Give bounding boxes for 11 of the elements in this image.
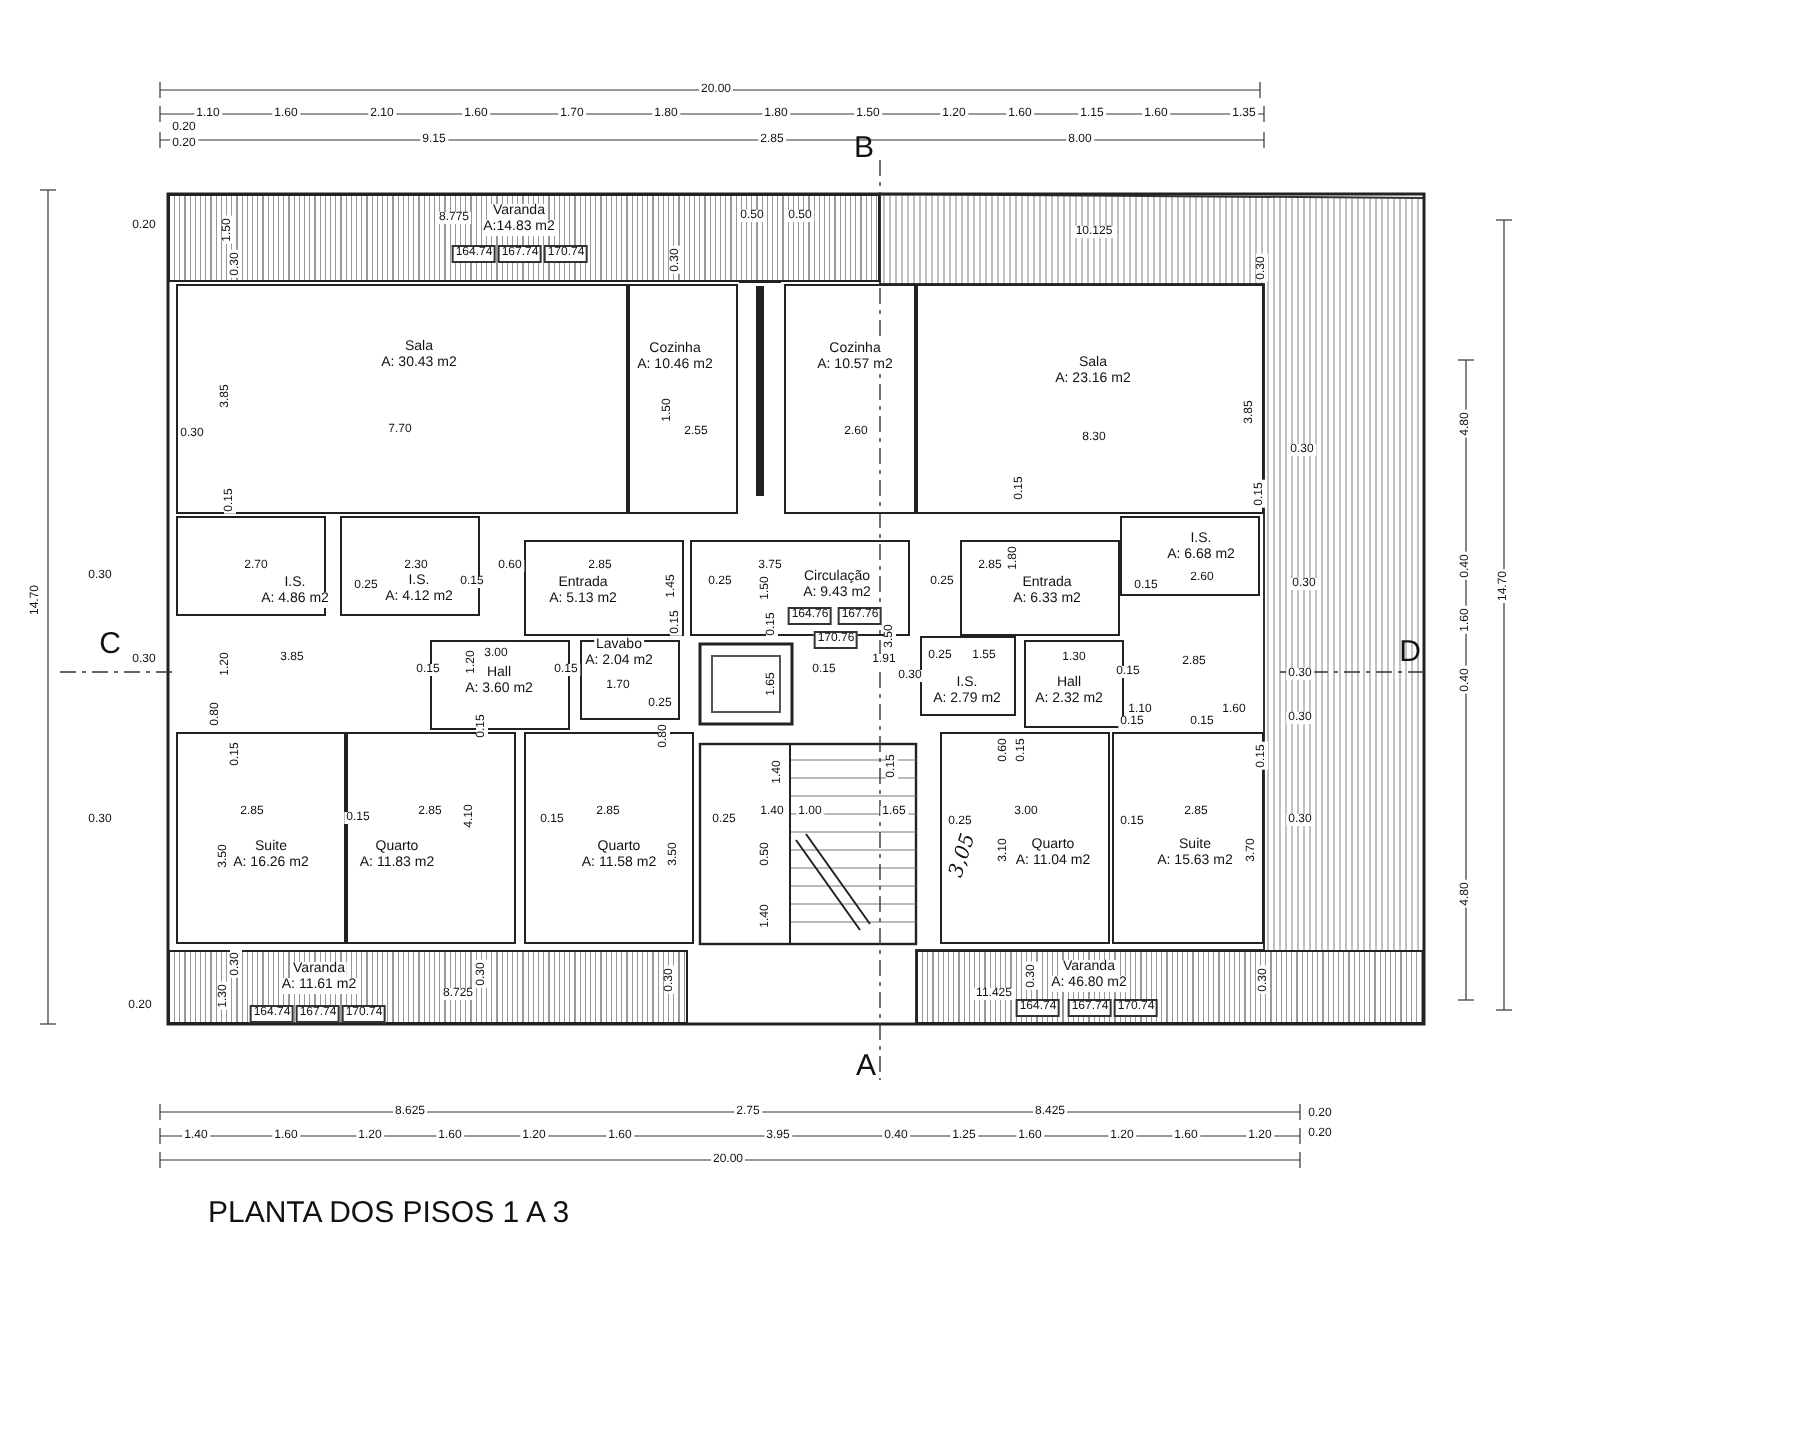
room xyxy=(176,516,326,616)
section-marker: A xyxy=(854,1051,878,1081)
balcony-area xyxy=(168,950,688,1024)
section-marker: D xyxy=(1397,637,1423,667)
balcony-area xyxy=(916,950,1424,1024)
section-marker: C xyxy=(97,629,123,659)
balcony-area xyxy=(168,194,880,282)
room xyxy=(784,284,916,514)
section-marker: B xyxy=(852,133,876,163)
drawing-title: PLANTA DOS PISOS 1 A 3 xyxy=(208,1196,570,1230)
handwritten-note: 3,05 xyxy=(947,829,981,883)
